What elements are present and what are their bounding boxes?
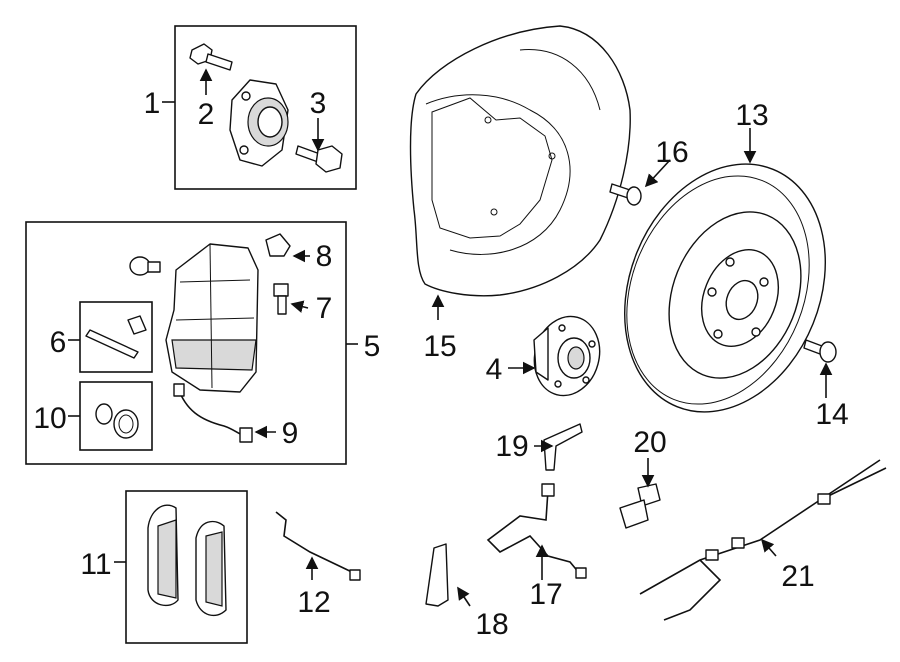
part-10-seal-kit: [95, 403, 139, 439]
callout-17: 17: [529, 578, 562, 611]
part-18-bracket: [425, 543, 449, 607]
caliper-bleeder-cap: [129, 256, 161, 276]
part-12-wear-sensor: [275, 511, 361, 581]
hub-bearing-group-box: [174, 25, 357, 190]
part-13-brake-rotor: [624, 163, 826, 413]
callout-20: 20: [633, 426, 666, 459]
callout-18: 18: [475, 608, 508, 641]
part-20-speed-sensor: [619, 483, 661, 529]
part-6-guide-pin-kit: [85, 315, 147, 359]
part-21-sensor-cable: [639, 459, 887, 621]
callout-7: 7: [316, 292, 333, 325]
part-5-caliper: [165, 243, 259, 393]
part-7-bleeder-screw: [273, 283, 289, 315]
part-8-cap: [265, 233, 291, 257]
brake-pads-box: [125, 490, 248, 644]
callout-9: 9: [282, 417, 299, 450]
guide-pin-kit-box: [79, 301, 153, 373]
part-14-rotor-screw: [803, 339, 837, 363]
part-11-brake-pads: [147, 504, 227, 617]
callout-13: 13: [735, 99, 768, 132]
callout-4: 4: [486, 353, 503, 386]
callout-2: 2: [198, 98, 215, 131]
part-16-rotor-screw: [609, 183, 642, 206]
leader-lines: [68, 68, 833, 607]
callout-21: 21: [781, 560, 814, 593]
callout-15: 15: [423, 330, 456, 363]
part-9-brake-hose: [173, 383, 253, 443]
callout-16: 16: [655, 136, 688, 169]
part-1-wheel-bearing: [229, 79, 289, 167]
callout-19: 19: [495, 430, 528, 463]
callout-11: 11: [80, 548, 111, 581]
callout-3: 3: [310, 87, 327, 120]
callout-5: 5: [364, 330, 381, 363]
callout-10: 10: [33, 402, 66, 435]
callout-14: 14: [815, 398, 848, 431]
part-19-bracket: [543, 423, 583, 471]
part-4-wheel-hub: [533, 315, 601, 397]
callout-8: 8: [316, 240, 333, 273]
callout-12: 12: [297, 586, 330, 619]
part-3-bolt: [295, 145, 343, 173]
part-17-sensor-harness: [486, 483, 587, 579]
part-15-splash-shield: [409, 25, 631, 297]
callout-1: 1: [144, 87, 161, 120]
part-2-bolt: [189, 43, 233, 71]
caliper-group-box: [25, 221, 347, 465]
callout-6: 6: [50, 326, 67, 359]
